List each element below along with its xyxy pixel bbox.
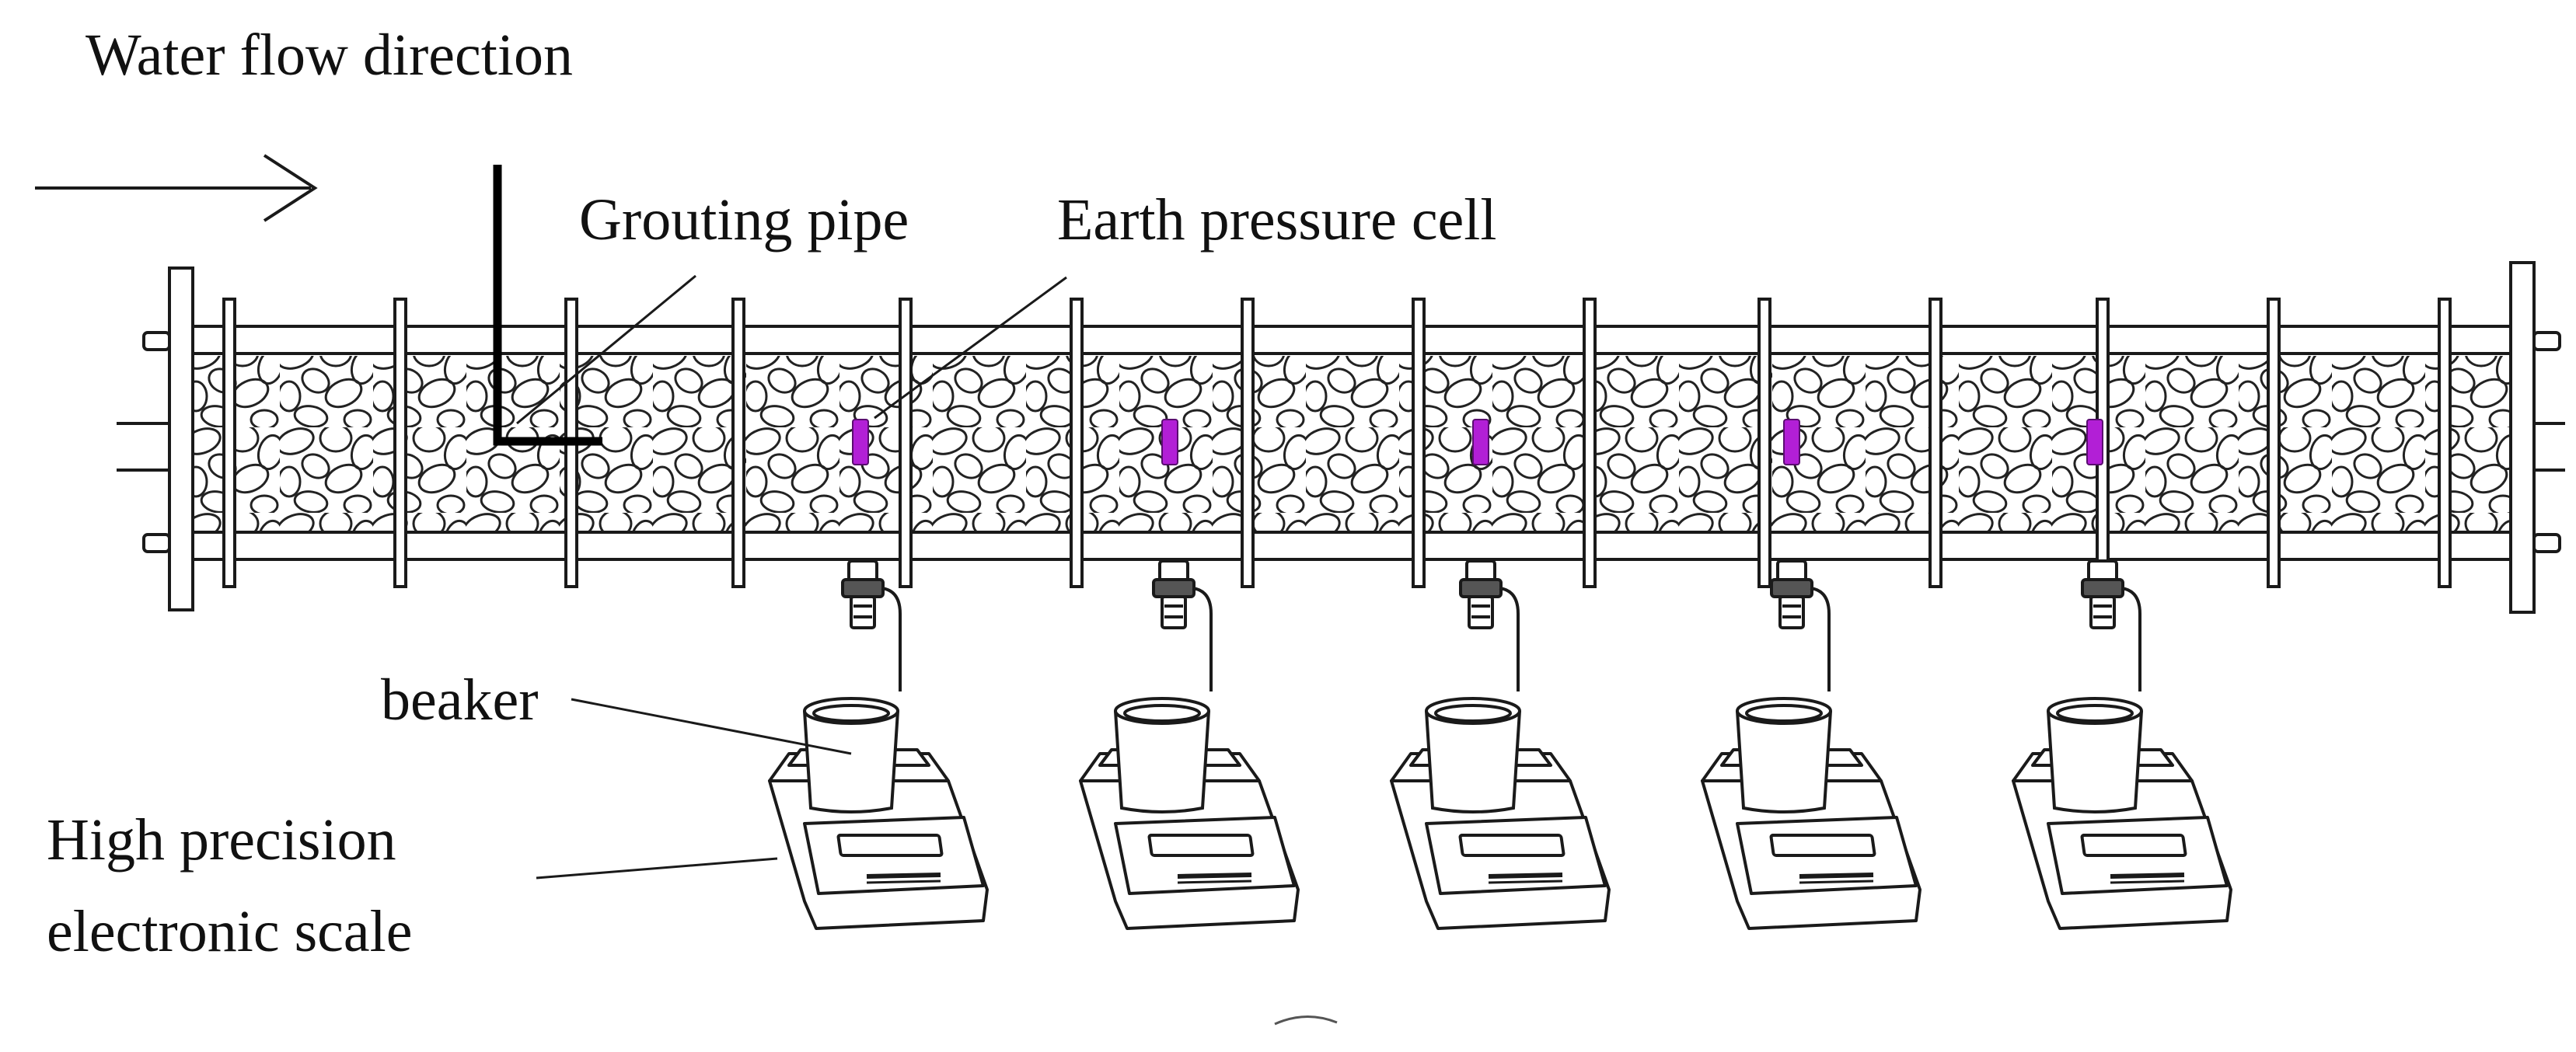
beaker-label: beaker bbox=[381, 667, 539, 733]
column-rib-1 bbox=[222, 298, 236, 588]
earth-pressure-cell-3 bbox=[1472, 419, 1489, 465]
left-end-flange bbox=[142, 266, 194, 611]
leader-lines bbox=[516, 274, 1067, 880]
drain-tube-5 bbox=[2120, 587, 2141, 691]
column-rib-9 bbox=[1583, 298, 1597, 588]
beaker-1 bbox=[803, 697, 899, 813]
beaker-4 bbox=[1736, 697, 1832, 813]
outlet-valve-4 bbox=[1770, 559, 1813, 629]
column-rib-7 bbox=[1241, 298, 1255, 588]
earth-pressure-cells bbox=[852, 419, 2103, 465]
collection-stations bbox=[768, 697, 2232, 930]
outlet-valve-3 bbox=[1459, 559, 1503, 629]
outlet-valve-1 bbox=[841, 559, 885, 629]
column-rib-13 bbox=[2267, 298, 2281, 588]
water-flow-direction-label: Water flow direction bbox=[86, 23, 573, 88]
stray-mark bbox=[1274, 1015, 1338, 1026]
column-rib-5 bbox=[899, 298, 913, 588]
column-ribs bbox=[222, 298, 2452, 588]
scale-label-line2: electronic scale bbox=[47, 899, 412, 964]
drain-tube-3 bbox=[1499, 587, 1520, 691]
outlet-valves bbox=[841, 559, 2141, 691]
drain-tube-2 bbox=[1192, 587, 1213, 691]
drain-tube-4 bbox=[1810, 587, 1831, 691]
beaker-3 bbox=[1425, 697, 1521, 813]
water-flow-arrow bbox=[35, 154, 318, 222]
grouting-pipe-label: Grouting pipe bbox=[579, 187, 909, 253]
column-rib-11 bbox=[1929, 298, 1942, 588]
electronic-scale-4 bbox=[1701, 748, 1922, 930]
column-rib-8 bbox=[1412, 298, 1426, 588]
drain-tube-1 bbox=[881, 587, 902, 691]
grouting-pipe bbox=[493, 165, 602, 446]
beaker-5 bbox=[2047, 697, 2143, 813]
outlet-valve-2 bbox=[1152, 559, 1196, 629]
right-end-flange bbox=[2509, 261, 2561, 614]
earth-pressure-cell-4 bbox=[1783, 419, 1800, 465]
outlet-valve-5 bbox=[2081, 559, 2124, 629]
beaker-2 bbox=[1114, 697, 1210, 813]
column-rib-2 bbox=[393, 298, 407, 588]
scale-label-line1: High precision bbox=[47, 807, 396, 873]
column-rib-6 bbox=[1070, 298, 1084, 588]
earth-pressure-cell-2 bbox=[1161, 419, 1178, 465]
column-rib-4 bbox=[731, 298, 745, 588]
earth-pressure-cell-label: Earth pressure cell bbox=[1057, 187, 1497, 253]
column-rib-10 bbox=[1757, 298, 1771, 588]
column-rib-14 bbox=[2438, 298, 2452, 588]
earth-pressure-cell-1 bbox=[852, 419, 869, 465]
earth-pressure-cell-5 bbox=[2086, 419, 2103, 465]
test-column bbox=[117, 261, 2565, 614]
